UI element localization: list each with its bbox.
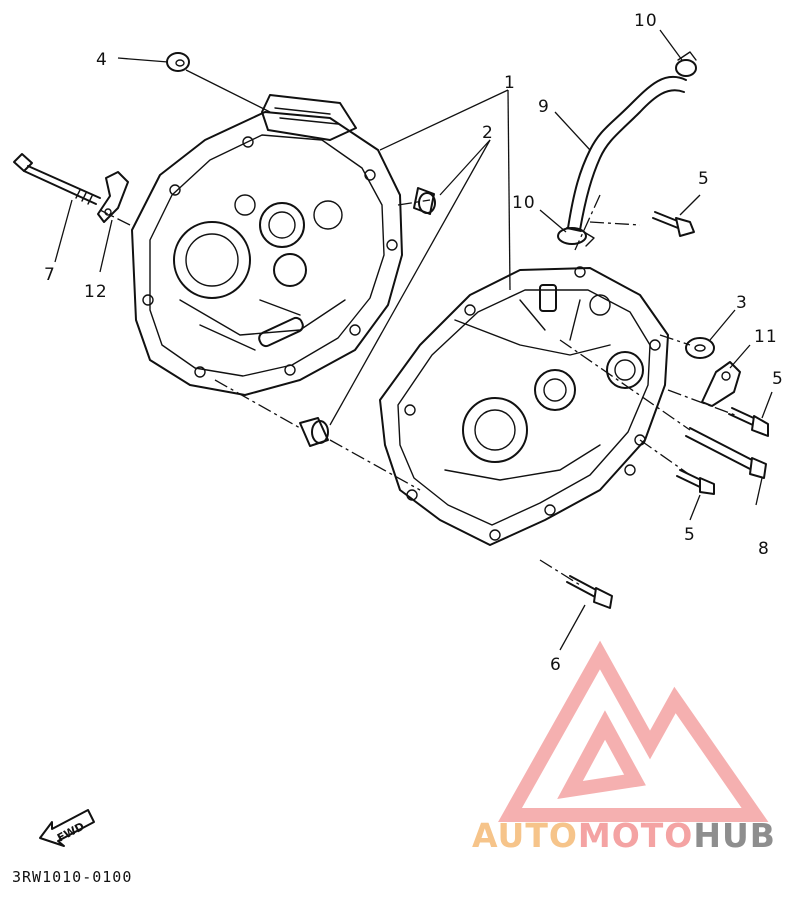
bolt-6 (566, 575, 613, 609)
crankcase-left-half (131, 94, 403, 396)
label-part-5-lower: 5 (684, 525, 696, 545)
label-part-7: 7 (44, 265, 56, 285)
label-part-8: 8 (758, 539, 770, 559)
alignment-lines (99, 194, 736, 586)
watermark-text-hub: HUB (693, 816, 776, 855)
label-part-12: 12 (84, 282, 108, 302)
hose-clip-10-upper (675, 51, 697, 77)
bracket-12 (97, 171, 129, 223)
bolt-5-right (728, 407, 769, 437)
label-part-10-upper: 10 (634, 11, 658, 31)
label-part-3: 3 (736, 293, 748, 313)
bracket-11 (701, 361, 741, 407)
washer-4 (166, 52, 190, 72)
label-part-4: 4 (96, 50, 108, 70)
watermark-text-moto: MOTO (577, 816, 694, 855)
label-part-5-right: 5 (772, 369, 784, 389)
dowel-pin-lower (299, 417, 329, 447)
bolt-5-upper (652, 211, 695, 237)
watermark-logo (498, 640, 769, 822)
washer-3 (685, 337, 715, 359)
breather-hose-9 (566, 75, 687, 232)
bolt-5-lower (676, 469, 715, 495)
hose-clip-10-lower (557, 227, 595, 247)
watermark-text-auto: AUTO (472, 816, 578, 855)
watermark-text: AUTOMOTOHUB (472, 816, 776, 855)
label-part-10-lower: 10 (512, 193, 536, 213)
fwd-arrow-icon: FWD (39, 809, 95, 847)
label-part-2: 2 (482, 123, 494, 143)
label-part-5-upper: 5 (698, 169, 710, 189)
label-part-1: 1 (504, 73, 516, 93)
label-part-9: 9 (538, 97, 550, 117)
crankcase-right-half (379, 266, 669, 546)
drawing-code: 3RW1010-0100 (12, 868, 133, 886)
part-labels: 1 2 3 4 5 5 5 6 7 8 9 10 10 11 12 (44, 11, 784, 675)
label-part-11: 11 (754, 327, 778, 347)
bolt-8 (685, 427, 767, 479)
leader-lines (54, 29, 773, 651)
label-part-6: 6 (550, 655, 562, 675)
bolt-7 (13, 153, 101, 205)
